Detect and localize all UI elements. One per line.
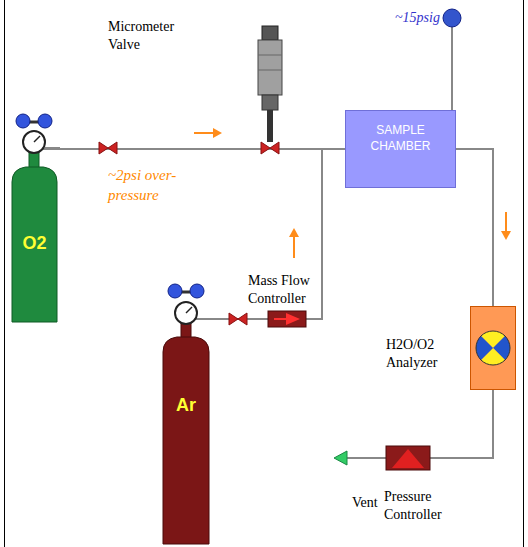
micrometer-valve — [258, 26, 282, 154]
gas-cylinder-outline — [163, 336, 209, 544]
node-label: Ar — [176, 394, 196, 417]
shutoff-valve — [99, 142, 117, 154]
gas-line — [186, 149, 345, 336]
gas-cylinder: O2 — [12, 166, 57, 322]
flow-arrow — [501, 212, 511, 240]
device-label: H2O/O2 Analyzer — [386, 336, 458, 372]
gas-line — [35, 149, 346, 166]
component-label: Pressure Controller — [384, 488, 476, 524]
node-label: O2 — [22, 232, 46, 255]
pressure-controller-symbol — [386, 446, 430, 470]
component-label: Vent — [352, 494, 378, 512]
vent-symbol — [334, 451, 347, 465]
flow-arrow — [289, 228, 299, 258]
component-label: Mass Flow Controller — [248, 272, 330, 308]
node-label: SAMPLE CHAMBER — [351, 123, 450, 154]
o2-regulator — [16, 114, 60, 168]
pressure-label: ~15psig — [395, 9, 440, 27]
mass-flow-controller-symbol — [268, 311, 306, 327]
analyzer-outline — [470, 306, 516, 390]
gas-line — [456, 149, 493, 306]
pressure-note: ~2psi over- pressure — [108, 166, 208, 205]
component-label: Micrometer Valve — [108, 18, 200, 54]
analyzer: H2O/O2 Analyzer — [470, 306, 516, 390]
pressure-gauge — [443, 9, 461, 110]
gas-cylinder: Ar — [163, 336, 209, 544]
sample-chamber: SAMPLE CHAMBER — [345, 110, 456, 188]
flow-arrow — [194, 128, 222, 138]
ar-regulator — [168, 284, 204, 338]
shutoff-valve — [229, 313, 247, 325]
frame — [5, 0, 524, 547]
